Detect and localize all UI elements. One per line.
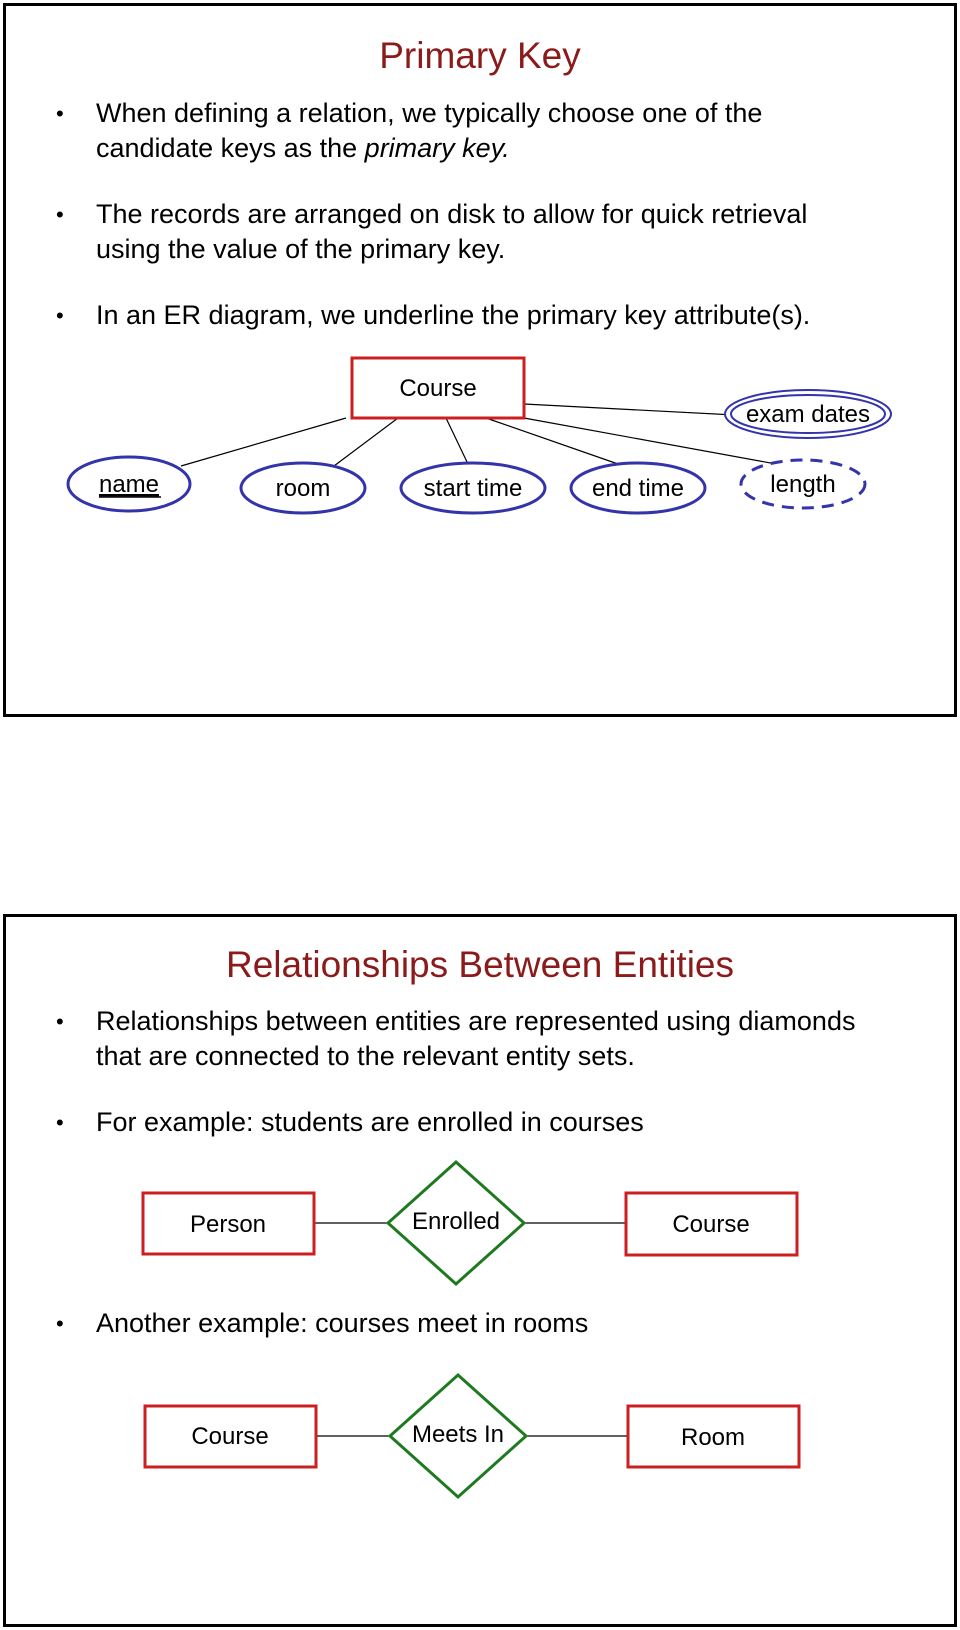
bullet-list: When defining a relation, we typically c…: [56, 96, 934, 364]
entity-course-box: [143, 1404, 318, 1469]
bullet-line: candidate keys as the primary key.: [96, 131, 934, 166]
attribute-length-ellipse: [739, 458, 867, 510]
attribute-end-time-ellipse: [569, 461, 707, 515]
bullet-line: using the value of the primary key.: [96, 234, 506, 264]
slide-title: Primary Key: [379, 35, 581, 76]
attribute-exam-dates-label: exam dates: [746, 401, 870, 428]
entity-course-label: Course: [191, 1423, 268, 1450]
bullet-item: In an ER diagram, we underline the prima…: [56, 298, 934, 333]
relationship-meets-in-label: Meets In: [412, 1421, 504, 1448]
attribute-exam-dates-inner: [730, 394, 886, 434]
bullet-line: The records are arranged on disk to allo…: [96, 199, 808, 229]
attribute-start-time-ellipse: [399, 461, 547, 515]
bullet-item: For example: students are enrolled in co…: [56, 1105, 934, 1140]
entity-person-box: [141, 1191, 316, 1256]
attribute-exam-dates-outer: [724, 389, 892, 439]
bullet-list: Another example: courses meet in rooms: [56, 1306, 934, 1372]
attribute-room-ellipse: [239, 461, 367, 515]
bullet-list: Relationships between entities are repre…: [56, 1004, 934, 1171]
slide-relationships: Relationships Between Entities Relations…: [3, 914, 957, 1627]
connector-line: [180, 417, 347, 467]
entity-course-label: Course: [672, 1211, 749, 1238]
connector-line: [523, 403, 755, 417]
entity-course-box: [624, 1191, 799, 1257]
bullet-line: For example: students are enrolled in co…: [96, 1107, 644, 1137]
attribute-room-label: room: [276, 475, 331, 502]
slide-title-text: Relationships Between Entities: [225, 944, 734, 985]
relationship-diagrams: Person Enrolled Course Course Meets In R…: [141, 1159, 801, 1500]
entity-course-box: [350, 356, 526, 420]
connector-line: [485, 417, 619, 465]
bullet-item: Relationships between entities are repre…: [56, 1004, 934, 1074]
entity-room-box: [626, 1404, 801, 1469]
bullet-line: Relationships between entities are repre…: [96, 1006, 856, 1036]
bullet-line: In an ER diagram, we underline the prima…: [96, 300, 811, 330]
attribute-start-time-label: start time: [424, 475, 523, 502]
connector-line: [333, 417, 399, 467]
attribute-end-time-label: end time: [592, 475, 684, 502]
entity-person-label: Person: [190, 1211, 266, 1238]
entity-course-label: Course: [399, 375, 476, 402]
bullet-item: The records are arranged on disk to allo…: [56, 197, 934, 267]
bullet-line: that are connected to the relevant entit…: [96, 1041, 635, 1071]
bullet-item: When defining a relation, we typically c…: [56, 96, 934, 166]
relationship-enrolled-label: Enrolled: [412, 1208, 500, 1235]
slide-primary-key: Primary Key When defining a relation, we…: [3, 3, 957, 717]
bullet-line: When defining a relation, we typically c…: [96, 98, 763, 128]
bullet-item: Another example: courses meet in rooms: [56, 1306, 934, 1341]
attribute-name-label: name: [99, 471, 159, 498]
entity-room-label: Room: [681, 1424, 745, 1451]
er-diagram: Course exam dates name room start time e…: [66, 356, 892, 515]
bullet-line: Another example: courses meet in rooms: [96, 1308, 589, 1338]
connector-line: [445, 417, 469, 465]
emphasized-term: primary key.: [364, 133, 510, 163]
relationship-enrolled-diamond: [385, 1159, 527, 1287]
connector-line: [523, 417, 777, 465]
attribute-length-label: length: [770, 471, 835, 498]
relationship-meets-in-diamond: [387, 1372, 529, 1500]
bullet-text: candidate keys as the: [96, 133, 365, 163]
